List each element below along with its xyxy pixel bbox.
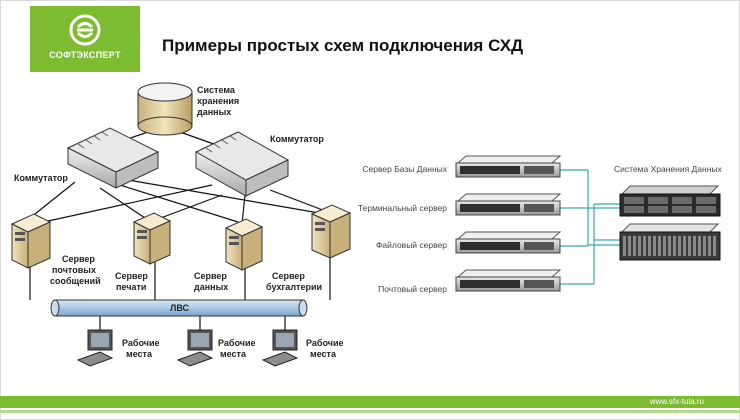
page-title: Примеры простых схем подключения СХД: [162, 36, 524, 55]
rack-server-mail-icon: [455, 269, 562, 292]
server-data-label: Сервер данных: [194, 271, 229, 292]
switch-right-icon: [194, 131, 290, 197]
server-accounting-label: Сервер бухгалтерии: [266, 271, 322, 292]
storage-label: Система хранения данных: [197, 85, 242, 117]
server-accounting-icon: [310, 204, 352, 259]
footer-bar: [0, 396, 740, 408]
company-logo: СОФТЭКСПЕРТ: [30, 6, 140, 72]
logo-text: СОФТЭКСПЕРТ: [49, 50, 121, 60]
server-print-icon: [132, 212, 172, 265]
storage-array-1-icon: [619, 185, 721, 217]
storage-array-label: Система Хранения Данных: [614, 164, 723, 174]
rack-server-file-label: Файловый сервер: [376, 240, 447, 250]
lan-label: ЛВС: [170, 303, 189, 313]
rack-server-db-icon: [455, 155, 562, 178]
right-connection-lines: [560, 169, 620, 285]
rack-server-terminal-label: Терминальный сервер: [358, 203, 447, 213]
switch-left-label: Коммутатор: [14, 173, 68, 183]
rack-server-mail-label: Почтовый сервер: [378, 284, 447, 294]
server-data-icon: [224, 218, 264, 271]
server-mail-label: Сервер почтовых сообщений: [50, 254, 101, 286]
switch-left-icon: [66, 127, 160, 189]
rack-server-file-icon: [455, 231, 562, 254]
storage-system-icon: [137, 82, 193, 136]
rack-server-terminal-icon: [455, 193, 562, 216]
lan-bus-icon: [50, 299, 308, 317]
workstation-1-icon: [76, 329, 114, 367]
rack-server-db-label: Сервер Базы Данных: [362, 164, 447, 174]
workstation-3-label: Рабочие места: [306, 338, 346, 359]
server-print-label: Сервер печати: [115, 271, 150, 292]
softexpert-logo-icon: [69, 14, 101, 46]
workstation-2-icon: [176, 329, 214, 367]
workstation-2-label: Рабочие места: [218, 338, 258, 359]
workstation-1-label: Рабочие места: [122, 338, 162, 359]
network-diagram: Система хранения данных Коммутатор Комму…: [10, 82, 723, 367]
switch-right-label: Коммутатор: [270, 134, 324, 144]
storage-array-2-icon: [619, 223, 721, 261]
workstation-3-icon: [261, 329, 299, 367]
server-mail-icon: [10, 213, 52, 269]
footer-line: [0, 410, 740, 413]
footer-url[interactable]: www.sfx-tula.ru: [649, 397, 704, 406]
